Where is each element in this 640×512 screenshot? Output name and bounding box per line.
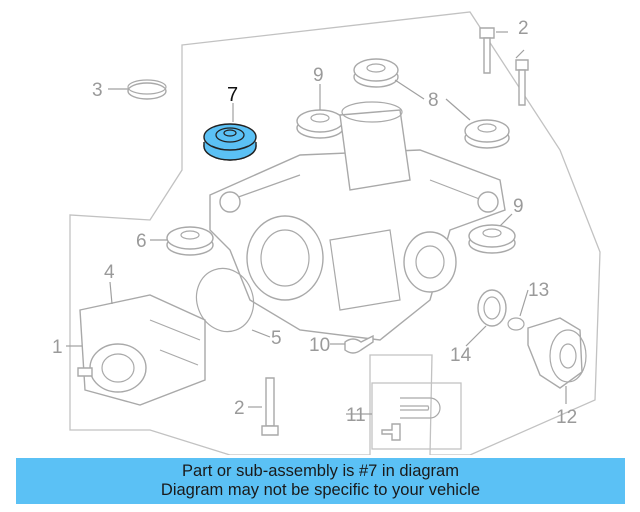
mount-part-6 bbox=[166, 226, 214, 256]
seal-part-14 bbox=[477, 289, 507, 327]
cap-part-7-highlighted[interactable] bbox=[203, 123, 257, 161]
callout-1: 1 bbox=[52, 337, 63, 358]
callout-12: 12 bbox=[556, 407, 577, 428]
callout-10: 10 bbox=[309, 335, 330, 356]
callout-3: 3 bbox=[92, 80, 103, 101]
callout-2-top: 2 bbox=[518, 18, 529, 39]
banner-line-2: Diagram may not be specific to your vehi… bbox=[160, 481, 481, 499]
callout-8: 8 bbox=[428, 90, 439, 111]
clip-part-10 bbox=[344, 334, 374, 354]
actuator-part-4 bbox=[77, 294, 206, 406]
bolt-part-2-upper bbox=[479, 27, 529, 106]
o-ring-part-5 bbox=[195, 267, 255, 333]
washer-part-3 bbox=[127, 79, 167, 100]
flange-part-12 bbox=[527, 317, 587, 389]
callout-14: 14 bbox=[450, 345, 472, 366]
callout-13: 13 bbox=[528, 280, 549, 301]
leader-lines bbox=[66, 31, 567, 415]
callout-11: 11 bbox=[346, 405, 366, 426]
mount-part-8-left bbox=[353, 58, 399, 88]
callout-5: 5 bbox=[271, 328, 282, 349]
assembly-boundary bbox=[69, 11, 601, 455]
differential-housing bbox=[209, 101, 506, 341]
callout-6: 6 bbox=[136, 231, 147, 252]
callout-9-top: 9 bbox=[313, 65, 324, 86]
info-banner: Part or sub-assembly is #7 in diagram Di… bbox=[16, 458, 625, 504]
mount-part-9-left bbox=[296, 109, 344, 139]
callout-2-bottom: 2 bbox=[234, 398, 245, 419]
banner-line-1: Part or sub-assembly is #7 in diagram bbox=[182, 462, 459, 480]
parts-diagram: 3 7 2 9 8 6 9 4 1 5 10 2 11 14 13 12 bbox=[52, 11, 601, 455]
mount-part-8-right bbox=[464, 119, 510, 149]
ring-part-13 bbox=[507, 317, 525, 331]
bolt-part-2-lower bbox=[261, 377, 279, 436]
callout-4: 4 bbox=[104, 262, 115, 283]
mount-part-9-right bbox=[468, 224, 516, 254]
callout-7: 7 bbox=[227, 84, 238, 106]
bracket-part-11 bbox=[371, 382, 462, 450]
callout-9-right: 9 bbox=[513, 196, 524, 217]
